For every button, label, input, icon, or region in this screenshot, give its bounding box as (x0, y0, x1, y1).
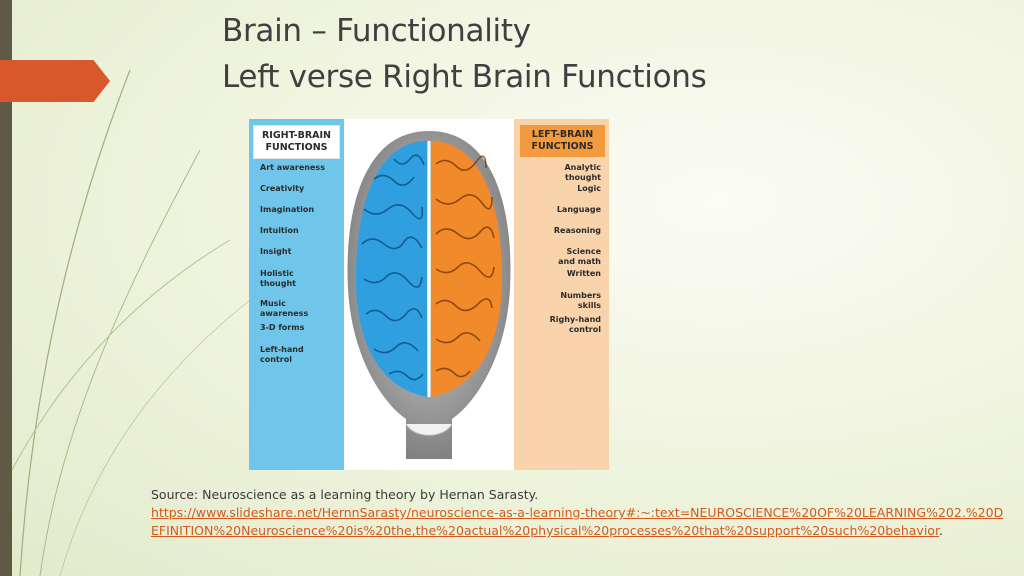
left-brain-function-item: Language (556, 205, 601, 214)
left-brain-function-item: Numbers skills (560, 291, 601, 310)
left-brain-panel (514, 119, 609, 470)
left-brain-function-item: Righy-hand control (549, 315, 601, 334)
left-brain-function-item: Reasoning (553, 226, 601, 235)
brain-illustration (347, 131, 511, 459)
source-trailing-period: . (938, 523, 943, 538)
right-brain-function-item: Left-hand control (260, 345, 304, 364)
slide-title: Brain – Functionality Left verse Right B… (222, 8, 982, 100)
left-brain-function-item: Written (566, 269, 601, 278)
accent-arrow (0, 60, 110, 102)
left-brain-function-item: Logic (577, 184, 601, 193)
source-link[interactable]: https://www.slideshare.net/HernnSarasty/… (151, 505, 1004, 538)
right-brain-function-item: Insight (260, 247, 292, 256)
title-line-1: Brain – Functionality (222, 13, 531, 49)
right-brain-function-item: Creativity (260, 184, 305, 193)
right-brain-function-item: Intuition (260, 226, 299, 235)
right-brain-function-item: Music awareness (260, 299, 309, 318)
left-brain-header: LEFT-BRAIN FUNCTIONS (520, 125, 605, 157)
right-brain-function-item: Imagination (260, 205, 315, 214)
decorative-lines (11, 69, 251, 576)
right-brain-header: RIGHT-BRAIN FUNCTIONS (253, 125, 340, 159)
left-brain-function-item: Analytic thought (564, 163, 601, 182)
right-hemisphere (356, 141, 427, 397)
right-brain-function-item: Art awareness (260, 163, 325, 172)
slide-left-bar (0, 0, 12, 576)
brain-functions-figure: RIGHT-BRAIN FUNCTIONS LEFT-BRAIN FUNCTIO… (249, 119, 609, 470)
source-citation: Source: Neuroscience as a learning theor… (151, 486, 1011, 540)
left-brain-function-item: Science and math (558, 247, 601, 266)
right-brain-function-item: Holistic thought (260, 269, 296, 288)
source-text: Source: Neuroscience as a learning theor… (151, 487, 539, 502)
right-brain-function-item: 3-D forms (260, 323, 305, 332)
right-brain-panel (249, 119, 344, 470)
title-line-2: Left verse Right Brain Functions (222, 59, 707, 95)
